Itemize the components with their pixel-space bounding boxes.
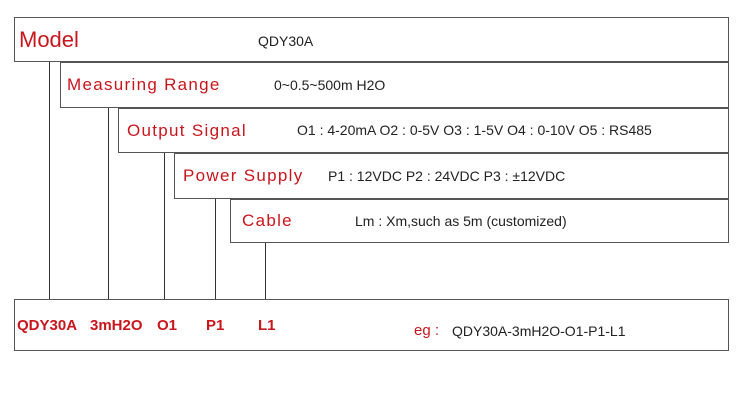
cable-value: Lm : Xm,such as 5m (customized) — [355, 213, 567, 229]
power-supply-label: Power Supply — [183, 166, 304, 185]
model-value: QDY30A — [258, 33, 314, 49]
example-eg-value: QDY30A-3mH2O-O1-P1-L1 — [452, 323, 626, 339]
output-connector-line — [164, 153, 165, 299]
measuring-range-label: Measuring Range — [67, 75, 221, 94]
example-part-power: P1 — [206, 317, 225, 334]
example-part-output: O1 — [157, 317, 178, 334]
measuring-range-value: 0~0.5~500m H2O — [274, 77, 386, 93]
cable-connector-line — [265, 243, 266, 299]
example-eg-label: eg : — [414, 322, 440, 339]
output-signal-value: O1 : 4-20mA O2 : 0-5V O3 : 1-5V O4 : 0-1… — [297, 122, 652, 138]
model-connector-line — [49, 62, 50, 299]
power-supply-value: P1 : 12VDC P2 : 24VDC P3 : ±12VDC — [328, 168, 566, 184]
output-signal-row — [118, 108, 729, 153]
measuring-range-row — [60, 62, 729, 108]
model-label: Model — [19, 27, 79, 52]
example-row — [14, 299, 729, 351]
example-part-cable: L1 — [258, 317, 276, 334]
example-part-model: QDY30A — [17, 317, 78, 334]
power-connector-line — [215, 199, 216, 299]
model-row — [14, 17, 729, 62]
cable-label: Cable — [242, 211, 293, 230]
example-part-range: 3mH2O — [90, 317, 143, 334]
range-connector-line — [108, 108, 109, 299]
power-supply-row — [174, 153, 729, 199]
output-signal-label: Output Signal — [127, 121, 247, 140]
cable-row — [230, 199, 729, 243]
